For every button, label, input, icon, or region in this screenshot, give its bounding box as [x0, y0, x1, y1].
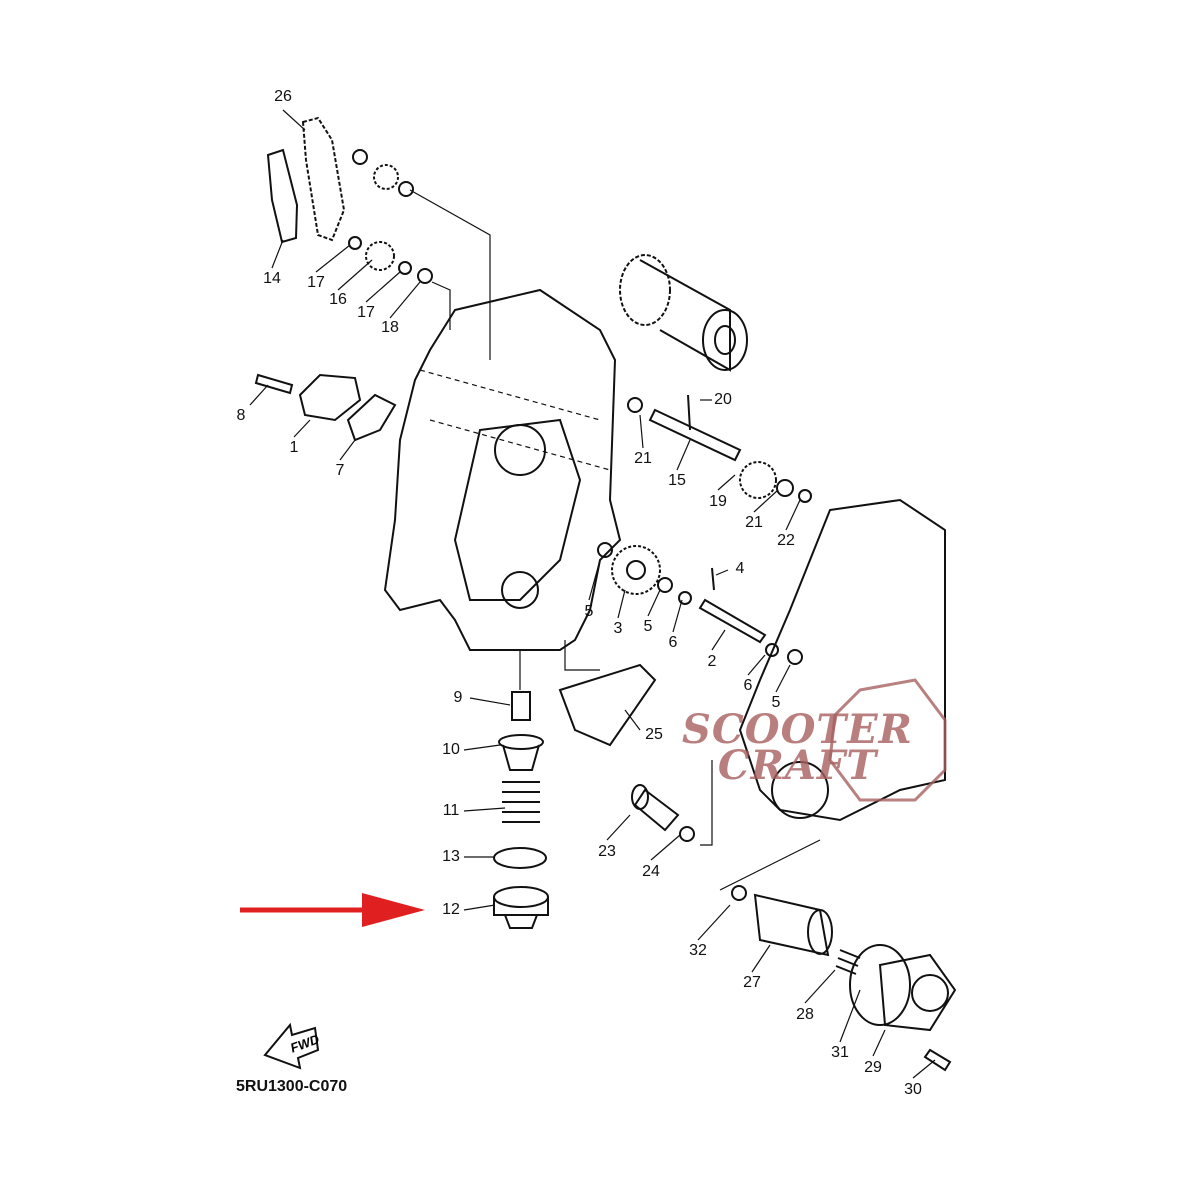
callout-6: 6: [668, 634, 678, 651]
callout-15: 15: [668, 472, 686, 489]
watermark-line1: SCOOTER: [682, 706, 913, 753]
diagram-code: 5RU1300-C070: [236, 1078, 348, 1095]
callout-1: 1: [289, 439, 299, 456]
oil-pump: [254, 373, 397, 442]
callout-25: 25: [645, 726, 663, 743]
crankcase-left: [383, 288, 622, 651]
callout-14: 14: [263, 270, 281, 287]
callout-23: 23: [598, 843, 616, 860]
highlight-arrow-icon: [240, 893, 425, 927]
callout-5: 5: [771, 694, 781, 711]
callout-6: 6: [743, 677, 753, 694]
callout-24: 24: [642, 863, 660, 880]
relief-valve-23-24: [631, 784, 695, 842]
callout-10: 10: [442, 741, 460, 758]
callout-18: 18: [381, 319, 399, 336]
callout-5: 5: [584, 603, 594, 620]
callout-28: 28: [796, 1006, 814, 1023]
oil-filter-parts: [731, 885, 957, 1072]
leader-lines: [249, 109, 936, 1079]
callout-9: 9: [453, 689, 463, 706]
callout-22: 22: [777, 532, 795, 549]
callout-32: 32: [689, 942, 707, 959]
callout-12: 12: [442, 901, 460, 918]
callout-2: 2: [707, 653, 717, 670]
callout-13: 13: [442, 848, 460, 865]
callout-11: 11: [442, 802, 460, 819]
cam-chain: [301, 116, 346, 242]
callout-8: 8: [236, 407, 246, 424]
oil-pump-shafts-gears: [597, 394, 812, 665]
callout-21: 21: [745, 514, 763, 531]
oil-strainer-parts: [493, 691, 549, 929]
watermark-emblem: [828, 678, 947, 802]
callout-16: 16: [329, 291, 347, 308]
fwd-arrow-icon: [263, 1022, 320, 1070]
crankcase-right: [738, 498, 946, 822]
callout-27: 27: [743, 974, 761, 991]
callout-19: 19: [709, 493, 727, 510]
chain-guide-14: [266, 148, 299, 244]
callout-5: 5: [643, 618, 653, 635]
callout-3: 3: [613, 620, 623, 637]
callout-17: 17: [357, 304, 375, 321]
callout-30: 30: [904, 1081, 922, 1098]
callout-4: 4: [735, 560, 745, 577]
sprockets-washers: [348, 149, 433, 284]
callout-21: 21: [634, 450, 652, 467]
callout-20: 20: [714, 391, 732, 408]
callout-7: 7: [335, 462, 345, 479]
callout-31: 31: [831, 1044, 849, 1061]
callout-17: 17: [307, 274, 325, 291]
callout-26: 26: [274, 88, 292, 105]
watermark-line2: CRAFT: [717, 742, 878, 789]
callout-29: 29: [864, 1059, 882, 1076]
watermark: SCOOTER CRAFT: [682, 706, 913, 789]
balancer-shaft: [619, 254, 748, 372]
strainer-cover-25: [558, 663, 657, 747]
